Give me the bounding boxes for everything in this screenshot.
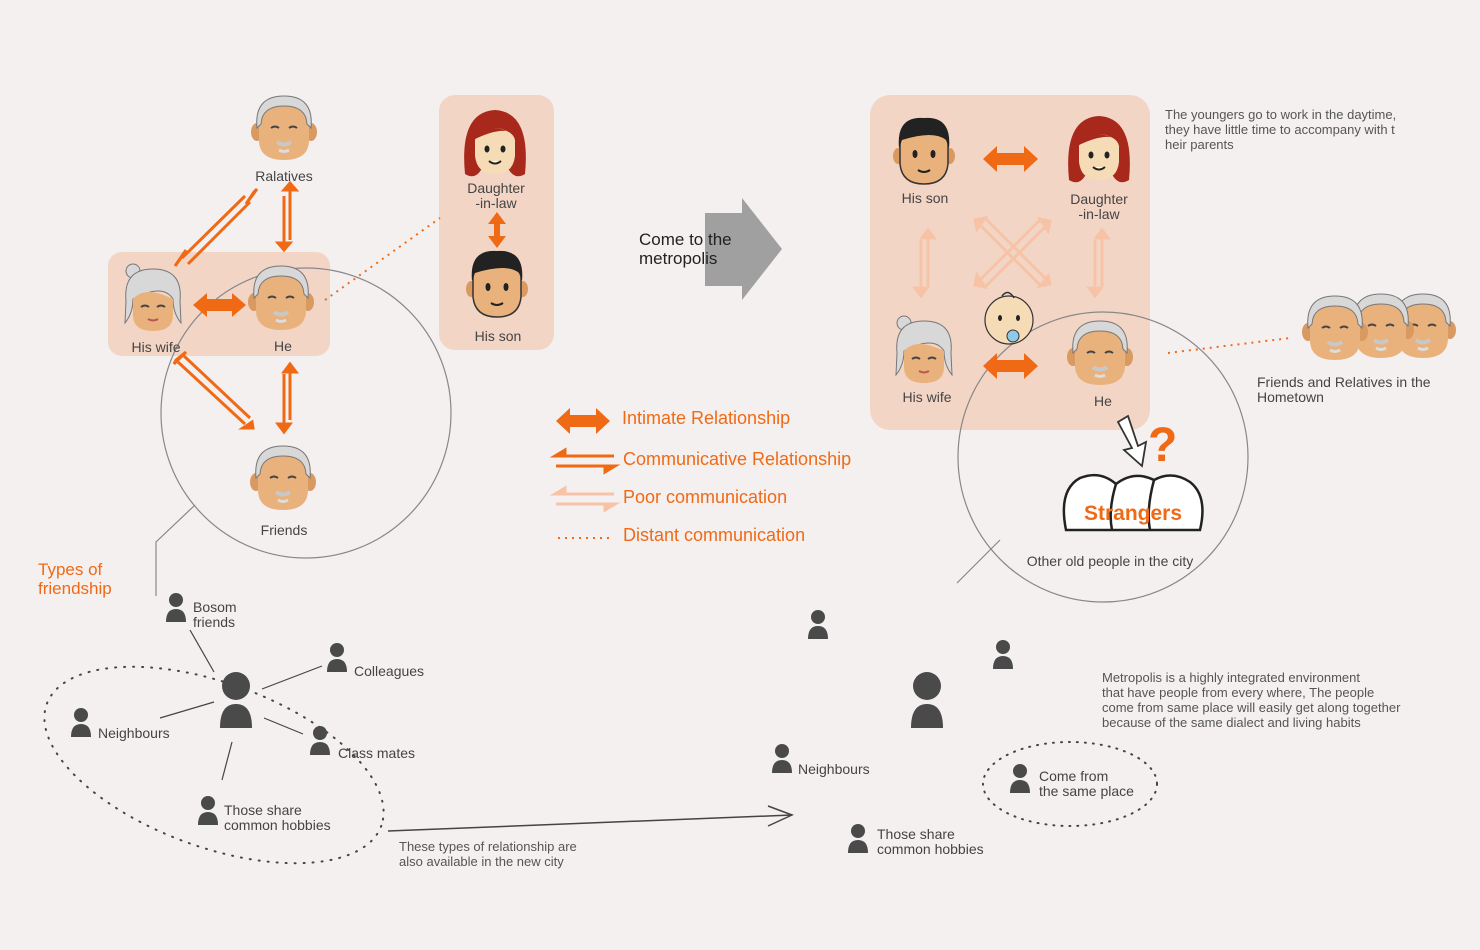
son-face-icon [465,249,529,318]
metropolis-connector [956,539,1001,584]
transition-label: Come to the metropolis [639,230,732,268]
relatives-face-icon [249,94,319,162]
bosom-friends-label: Bosom friends [193,599,237,631]
legend-symbols [549,408,621,539]
strangers-zoom-circle [957,311,1249,603]
city-center-person-icon [911,672,943,728]
he-label-right: He [1094,393,1112,409]
classmates-person-icon [310,726,330,755]
city-neighbours-label: Neighbours [798,761,870,777]
same-place-person-icon [1010,764,1030,793]
metropolis-note: Metropolis is a highly integrated enviro… [1102,670,1401,730]
strangers-label: Strangers [1083,502,1183,525]
hobbies-label: Those share common hobbies [224,802,331,834]
intimate-arrows-left [193,212,506,317]
bosom-person-icon [166,593,186,622]
legend-poor: Poor communication [623,487,788,507]
friendship-connector [155,504,196,596]
to-metropolis-arrow [387,805,794,832]
city-neighbours-icon [772,744,792,773]
distant-line-right [1167,337,1291,354]
legend-intimate: Intimate Relationship [622,408,791,428]
same-place-label: Come from the same place [1039,768,1134,800]
intimate-arrows-right [983,146,1038,379]
city-person-icon [808,610,828,639]
friends-face-icon [248,444,318,512]
distant-line-left [324,217,441,301]
his-wife-label-right: His wife [902,389,952,405]
daughter-label-right: Daughter -in-law [1070,191,1128,223]
legend-distant: Distant communication [623,525,806,545]
question-mark: ? [1148,419,1178,472]
relatives-label: Ralatives [255,168,313,184]
relationship-note: These types of relationship are also ava… [399,839,577,869]
city-person-icon [993,640,1013,669]
city-hobbies-label: Those share common hobbies [877,826,984,858]
neighbours-label: Neighbours [98,725,170,741]
center-person-icon [220,672,252,728]
friendship-dotted-group [43,665,385,865]
hometown-label: Friends and Relatives in the Hometown [1257,374,1431,406]
his-son-label-right: His son [901,190,949,206]
neighbours-person-icon [71,708,91,737]
hobbies-person-icon [198,796,218,825]
youngers-note: The youngers go to work in the daytime, … [1165,107,1397,152]
son-face-icon-right [892,116,956,185]
friendship-links [159,629,323,781]
classmates-label: Class mates [338,745,416,761]
colleagues-label: Colleagues [354,663,425,679]
friendship-title: Types of friendship [38,560,112,598]
metropolis-arrow [705,198,782,300]
daughter-in-law-label: Daughter -in-law [467,180,525,212]
hometown-faces-icon [1300,292,1458,362]
his-wife-label: His wife [131,339,181,355]
he-label: He [274,338,292,354]
friends-zoom-circle [160,267,452,559]
his-son-label: His son [474,328,522,344]
baby-icon [984,291,1034,345]
strangers-arrow [1116,414,1148,468]
strangers-heads-icon [1062,473,1204,532]
same-place-dotted-group [982,741,1158,827]
friends-label: Friends [260,522,308,538]
other-old-people-label: Other old people in the city [1026,553,1194,569]
city-hobbies-icon [848,824,868,853]
legend-communicative: Communicative Relationship [623,449,852,469]
colleagues-person-icon [327,643,347,672]
communicative-arrows-left [172,180,300,435]
poor-arrows-right [912,215,1111,299]
